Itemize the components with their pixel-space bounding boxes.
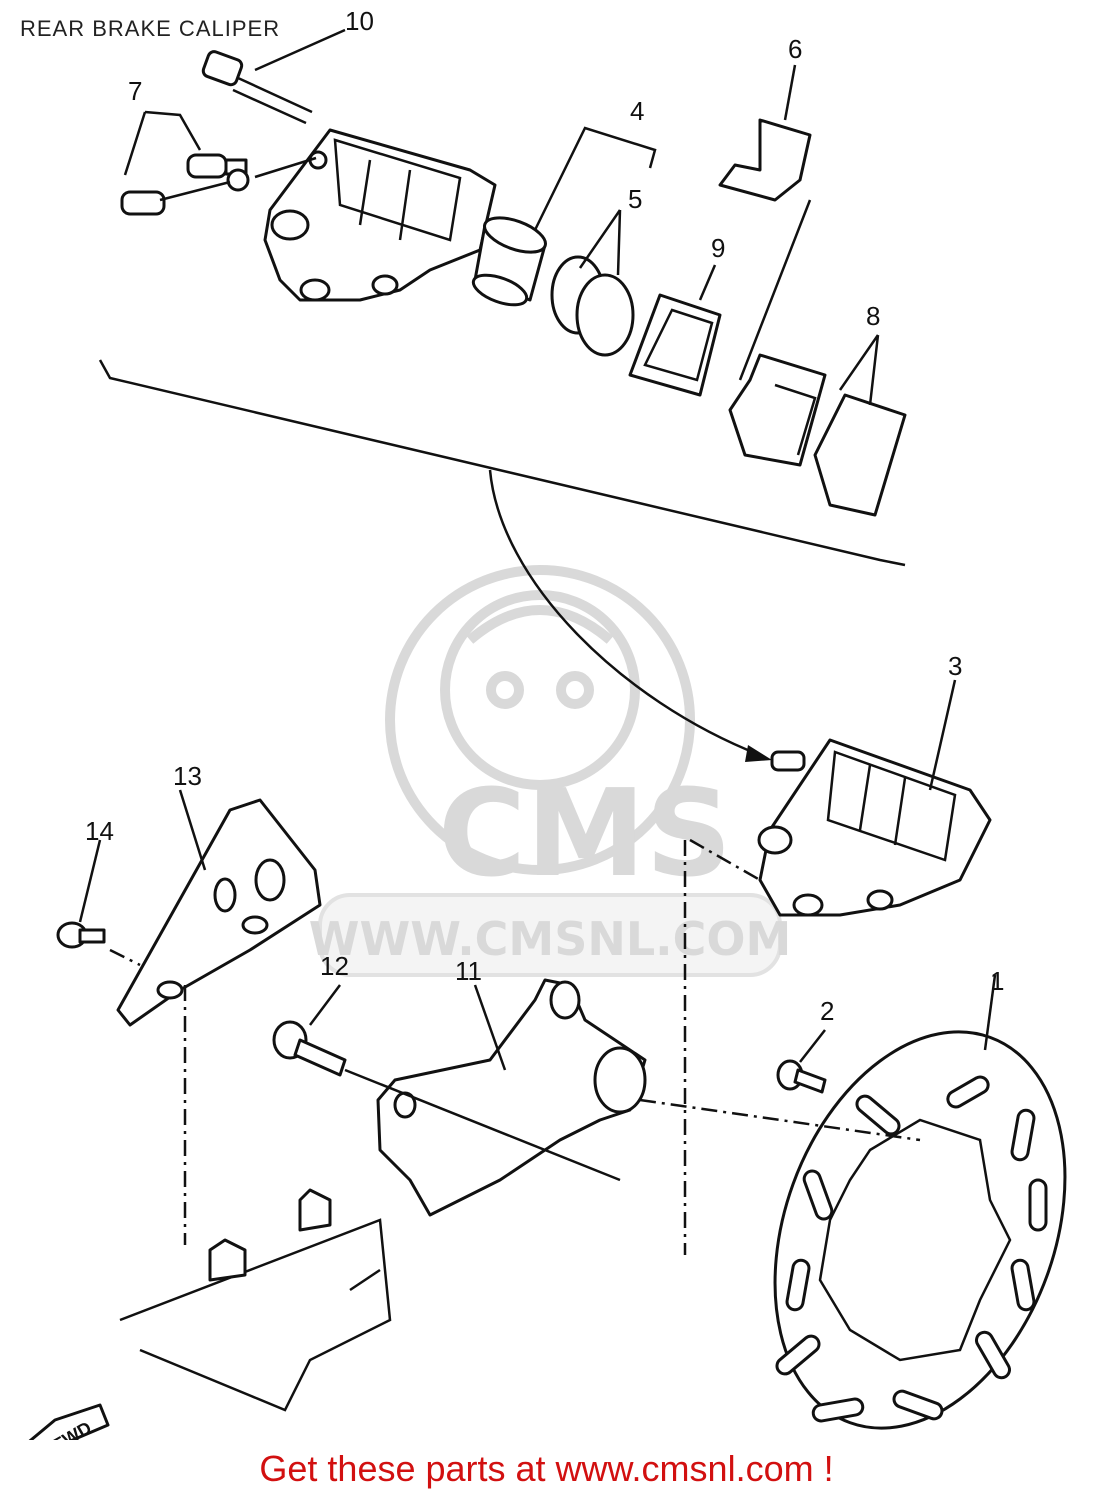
callout-10: 10	[345, 6, 374, 36]
callout-3: 3	[948, 651, 962, 681]
callout-4: 4	[630, 96, 644, 126]
callout-9: 9	[711, 233, 725, 263]
bleeder-screw	[120, 153, 250, 216]
pad-support-spring	[718, 118, 812, 202]
guard-bolt	[56, 921, 106, 949]
dust-seal	[575, 273, 635, 357]
bracket-bolt	[272, 1020, 347, 1077]
page-title: REAR BRAKE CALIPER	[20, 16, 281, 41]
caliper-body-exploded	[263, 128, 497, 302]
watermark-logo: CMS WWW.CMSNL.COM	[309, 565, 792, 977]
forward-direction-marker: FWD	[28, 1403, 110, 1440]
callout-6: 6	[788, 34, 802, 64]
watermark-url-text: WWW.CMSNL.COM	[309, 912, 792, 966]
callout-11: 11	[455, 956, 482, 986]
footer-cta-link[interactable]: Get these parts at www.cmsnl.com !	[259, 1448, 834, 1489]
callout-1: 1	[990, 966, 1004, 996]
callout-8: 8	[866, 301, 880, 331]
callout-14: 14	[85, 816, 114, 846]
caliper-bracket	[376, 978, 647, 1217]
disc-bolt	[776, 1059, 827, 1094]
brake-disc	[773, 1030, 1067, 1430]
callout-2: 2	[820, 996, 834, 1026]
caliper-piston	[471, 216, 547, 307]
exploded-parts-diagram: CMS WWW.CMSNL.COM	[28, 6, 1067, 1440]
callout-13: 13	[173, 761, 202, 791]
callout-5: 5	[628, 184, 642, 214]
brake-caliper-assembly	[757, 738, 992, 917]
callout-7: 7	[128, 76, 142, 106]
brake-pads	[728, 353, 907, 517]
callout-12: 12	[320, 951, 349, 981]
caliper-pin-bolt	[201, 50, 313, 125]
watermark-brand-text: CMS	[438, 765, 732, 904]
callout-labels: 1 2 3 4 5 6 7 8 9 10 11 12 13 14	[85, 6, 1004, 1026]
pad-shim	[628, 293, 722, 397]
caliper-guard-plate	[116, 798, 322, 1027]
swingarm	[119, 1188, 392, 1412]
